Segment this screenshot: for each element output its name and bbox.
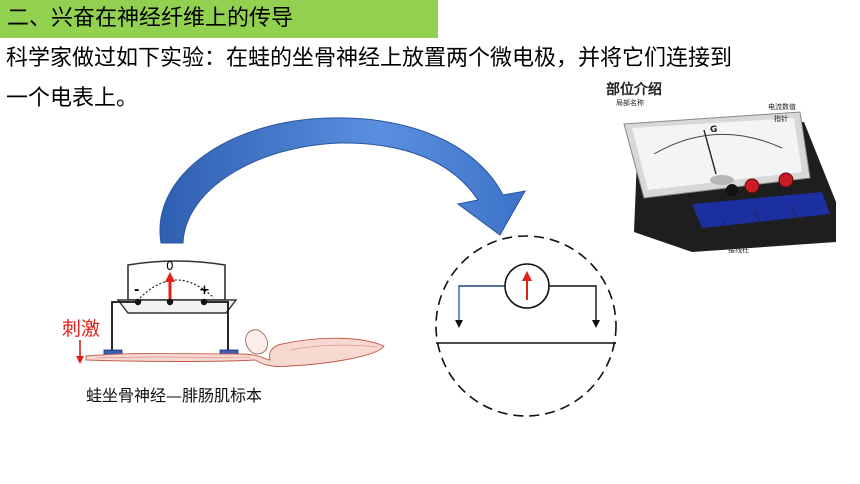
section-title-bar [0, 0, 438, 38]
sciatic-nerve [85, 337, 385, 367]
meter-needle-tip [165, 272, 175, 282]
electrode-arrow-right [592, 320, 600, 328]
galvanometer-photo: 部位介绍 局部名称 电流数值 指针 接线柱 接线柱 接线柱 G [604, 82, 844, 256]
stimulus-arrow-head [76, 356, 84, 364]
wire-right [204, 301, 229, 352]
electrode-arrow-left [455, 320, 463, 328]
galvanometer-needle-tip [522, 271, 532, 281]
meter-terminal-center [166, 298, 174, 306]
stimulus-label: 刺激 [62, 318, 101, 340]
diagram-caption: 蛙坐骨神经—腓肠肌标本 [86, 386, 263, 405]
galvanometer-illustration [623, 111, 836, 252]
body-text-line-2: 一个电表上。 [6, 86, 139, 111]
label-post-1: 接线柱 [800, 220, 821, 228]
body-text-line-1: 科学家做过如下实验：在蛙的坐骨神经上放置两个微电极，并将它们连接到 [6, 46, 733, 71]
circuit-wire-left-blue [458, 285, 505, 322]
label-post-3: 接线柱 [728, 246, 749, 254]
label-current-value: 电流数值 [768, 103, 796, 111]
meter-minus-mark: - [134, 283, 140, 298]
section-title: 二、兴奋在神经纤维上的传导 [7, 6, 294, 31]
wire-left [111, 301, 138, 352]
meter-zero-mark: 0 [166, 259, 174, 273]
gastrocnemius-muscle [245, 329, 269, 355]
magnified-view-circle [435, 235, 617, 417]
dial-letter-g: G [710, 125, 718, 135]
photo-subheading: 局部名称 [616, 99, 644, 107]
meter-plus-mark: + [199, 283, 210, 298]
circuit-wire-right [549, 285, 597, 322]
meter-dial-arc [139, 279, 215, 299]
transition-arrow [159, 117, 526, 244]
label-post-2: 接线柱 [776, 232, 797, 240]
photo-heading: 部位介绍 [606, 82, 662, 98]
label-pointer: 指针 [774, 115, 788, 123]
